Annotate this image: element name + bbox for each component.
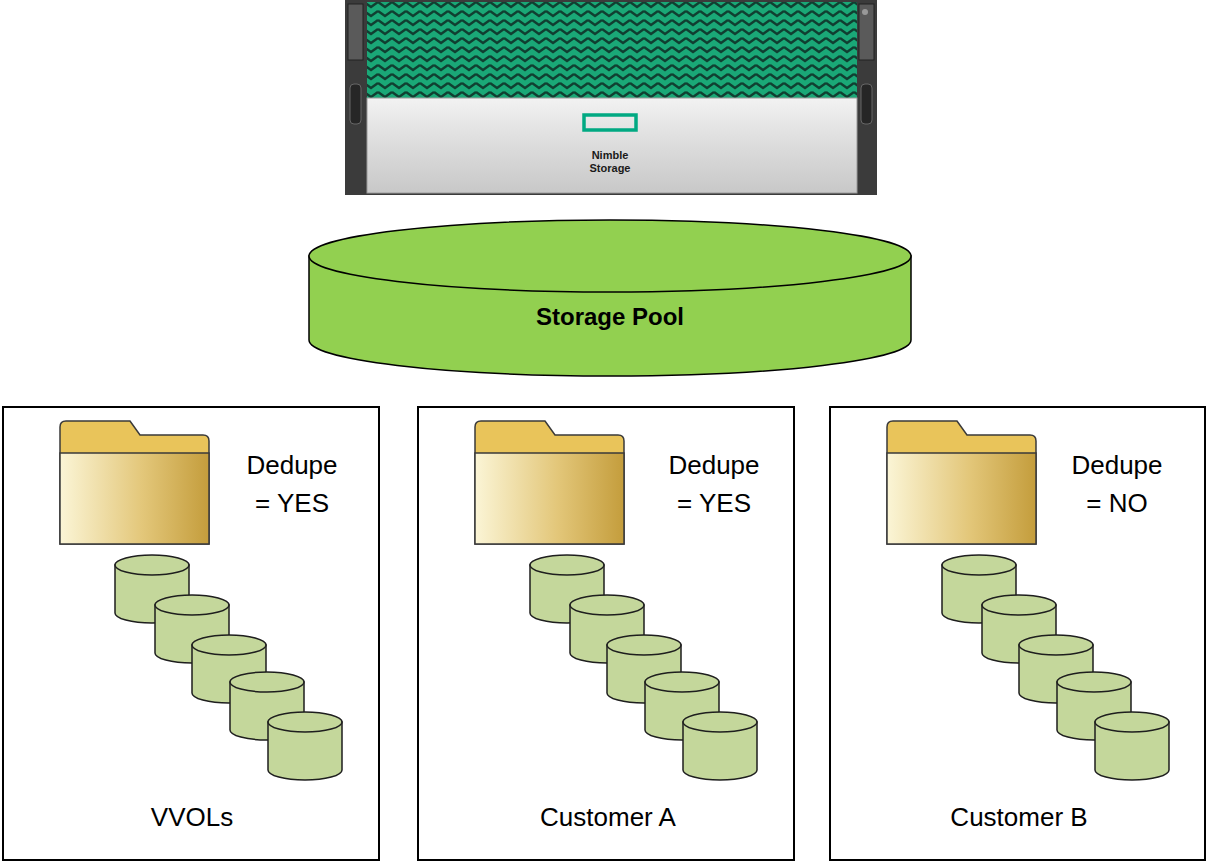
volume-group-box: Dedupe = NO Customer B: [829, 406, 1206, 861]
array-handle: [350, 84, 361, 124]
dedupe-setting: Dedupe = NO: [1065, 446, 1169, 522]
storage-array: [345, 0, 877, 195]
array-ear: [348, 4, 363, 60]
hpe-logo: [584, 115, 636, 130]
volume-stack: [115, 555, 342, 780]
status-led: [862, 9, 868, 15]
storage-pool-cylinder: Storage Pool: [308, 218, 912, 378]
brand-label: Nimble Storage: [578, 149, 642, 175]
cylinder-outline: [308, 218, 912, 378]
group-name: Customer B: [859, 802, 1179, 832]
folder-icon: [887, 421, 1036, 544]
group-name: Customer A: [448, 802, 768, 832]
volume-group-box: Dedupe = YES VVOLs: [2, 406, 380, 861]
folder-icon: [60, 421, 209, 544]
cylinder-top: [309, 220, 911, 292]
volume-stack: [530, 555, 757, 780]
array-grille: [367, 2, 857, 98]
array-bezel: [367, 98, 857, 193]
array-handle: [861, 84, 872, 124]
array-frame: [345, 0, 877, 195]
array-ear: [859, 4, 874, 60]
volume-group-box: Dedupe = YES Customer A: [417, 406, 795, 861]
dedupe-setting: Dedupe = YES: [662, 446, 766, 522]
pool-title: Storage Pool: [400, 302, 820, 332]
box-illustrations: [60, 421, 1169, 780]
folder-icon: [475, 421, 624, 544]
group-name: VVOLs: [32, 802, 352, 832]
dedupe-setting: Dedupe = YES: [240, 446, 344, 522]
volume-stack: [942, 555, 1169, 780]
